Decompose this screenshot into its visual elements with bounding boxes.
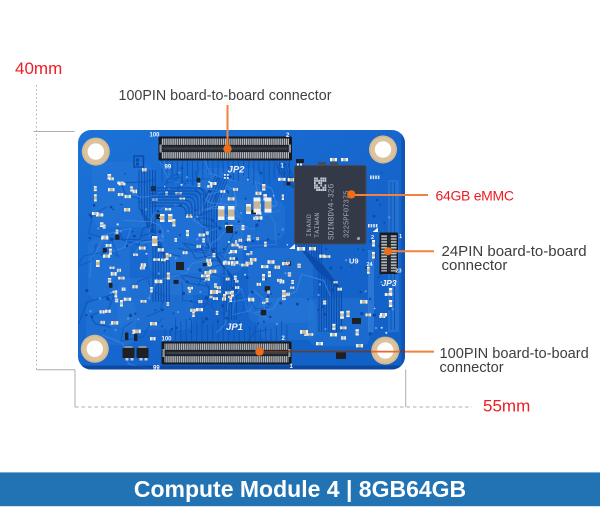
svg-text:100: 100 [150, 133, 161, 139]
svg-text:24: 24 [367, 262, 374, 268]
svg-text:100PIN board-to-board: 100PIN board-to-board [440, 346, 589, 362]
svg-text:JP3: JP3 [381, 278, 396, 288]
svg-text:TAIWAN: TAIWAN [314, 212, 322, 238]
svg-text:JP2: JP2 [228, 165, 246, 176]
svg-text:2: 2 [371, 235, 374, 241]
svg-text:SDINBDV4-32G: SDINBDV4-32G [329, 184, 337, 240]
svg-text:100: 100 [162, 337, 173, 343]
svg-text:INAND: INAND [306, 214, 314, 237]
svg-text:connector: connector [442, 257, 508, 274]
svg-text:2: 2 [286, 133, 290, 139]
svg-text:3225PF07375: 3225PF07375 [344, 191, 352, 238]
svg-text:99: 99 [153, 366, 160, 372]
svg-text:24PIN board-to-board: 24PIN board-to-board [442, 243, 587, 260]
svg-text:JP1: JP1 [226, 322, 243, 333]
svg-text:64GB eMMC: 64GB eMMC [436, 188, 514, 204]
svg-text:55mm: 55mm [483, 397, 530, 416]
svg-text:1: 1 [281, 164, 285, 170]
svg-text:Compute Module 4 | 8GB64GB: Compute Module 4 | 8GB64GB [134, 476, 466, 502]
svg-text:connector: connector [440, 360, 504, 376]
svg-text:1: 1 [290, 364, 294, 370]
svg-text:100PIN board-to-board connecto: 100PIN board-to-board connector [119, 88, 332, 104]
svg-text:1: 1 [399, 234, 402, 240]
svg-text:99: 99 [165, 165, 172, 171]
svg-text:40mm: 40mm [15, 59, 62, 78]
svg-text:U9: U9 [349, 257, 359, 266]
svg-text:2: 2 [282, 336, 286, 342]
svg-text:23: 23 [396, 269, 402, 275]
